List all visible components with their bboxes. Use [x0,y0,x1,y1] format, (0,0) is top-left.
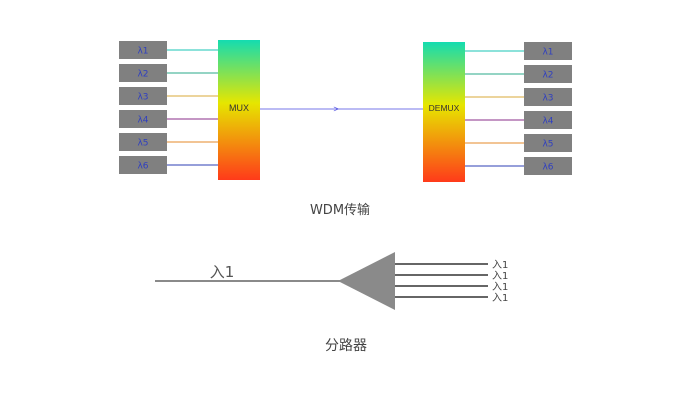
input-channel-3: λ3 [119,87,218,105]
output-channel-box [524,65,572,83]
splitter-output-1: 入1 [395,260,508,271]
input-channel-box [119,110,167,128]
splitter-output-label: 入1 [492,282,508,293]
output-channel-box [524,157,572,175]
output-channel-box [524,42,572,60]
wdm-caption: WDM传输 [310,202,370,218]
input-channel-5: λ5 [119,133,218,151]
input-channel-box [119,133,167,151]
input-channel-6: λ6 [119,156,218,174]
output-channel-box [524,111,572,129]
output-channel-label: λ3 [542,94,553,104]
splitter-output-label: 入1 [492,260,508,271]
input-channel-1: λ1 [119,41,218,59]
output-channels: λ1 λ2 λ3 λ4 λ5 λ6 [465,42,572,175]
input-channel-2: λ2 [119,64,218,82]
splitter-triangle [338,252,395,310]
output-channel-6: λ6 [465,157,572,175]
input-channel-label: λ1 [137,47,148,57]
mux-block [218,40,260,180]
input-channel-label: λ6 [137,162,148,172]
splitter-output-2: 入1 [395,271,508,282]
output-channel-3: λ3 [465,88,572,106]
output-channel-5: λ5 [465,134,572,152]
wdm-diagram: λ1 λ2 λ3 λ4 λ5 λ6 λ1 λ2 λ3 λ4 λ5 λ6 MUX DEMUX > WD… [119,40,572,218]
splitter-input-label: 入1 [210,263,235,281]
input-channel-label: λ4 [137,116,148,126]
output-channel-label: λ2 [542,71,553,81]
output-channel-2: λ2 [465,65,572,83]
input-channels: λ1 λ2 λ3 λ4 λ5 λ6 [119,41,218,174]
output-channel-label: λ6 [542,163,553,173]
splitter-output-3: 入1 [395,282,508,293]
output-channel-box [524,134,572,152]
output-channel-4: λ4 [465,111,572,129]
input-channel-box [119,41,167,59]
splitter-caption: 分路器 [325,338,367,354]
input-channel-box [119,87,167,105]
splitter-output-4: 入1 [395,293,508,304]
output-channel-label: λ1 [542,48,553,58]
splitter-output-label: 入1 [492,271,508,282]
output-channel-1: λ1 [465,42,572,60]
input-channel-label: λ5 [137,139,148,149]
output-channel-label: λ5 [542,140,553,150]
input-channel-4: λ4 [119,110,218,128]
trunk-arrow: > [333,104,338,114]
output-channel-label: λ4 [542,117,553,127]
demux-block [423,42,465,182]
splitter-output-label: 入1 [492,293,508,304]
input-channel-label: λ3 [137,93,148,103]
demux-label: DEMUX [429,103,460,113]
input-channel-label: λ2 [137,70,148,80]
mux-label: MUX [229,103,249,113]
input-channel-box [119,156,167,174]
output-channel-box [524,88,572,106]
input-channel-box [119,64,167,82]
